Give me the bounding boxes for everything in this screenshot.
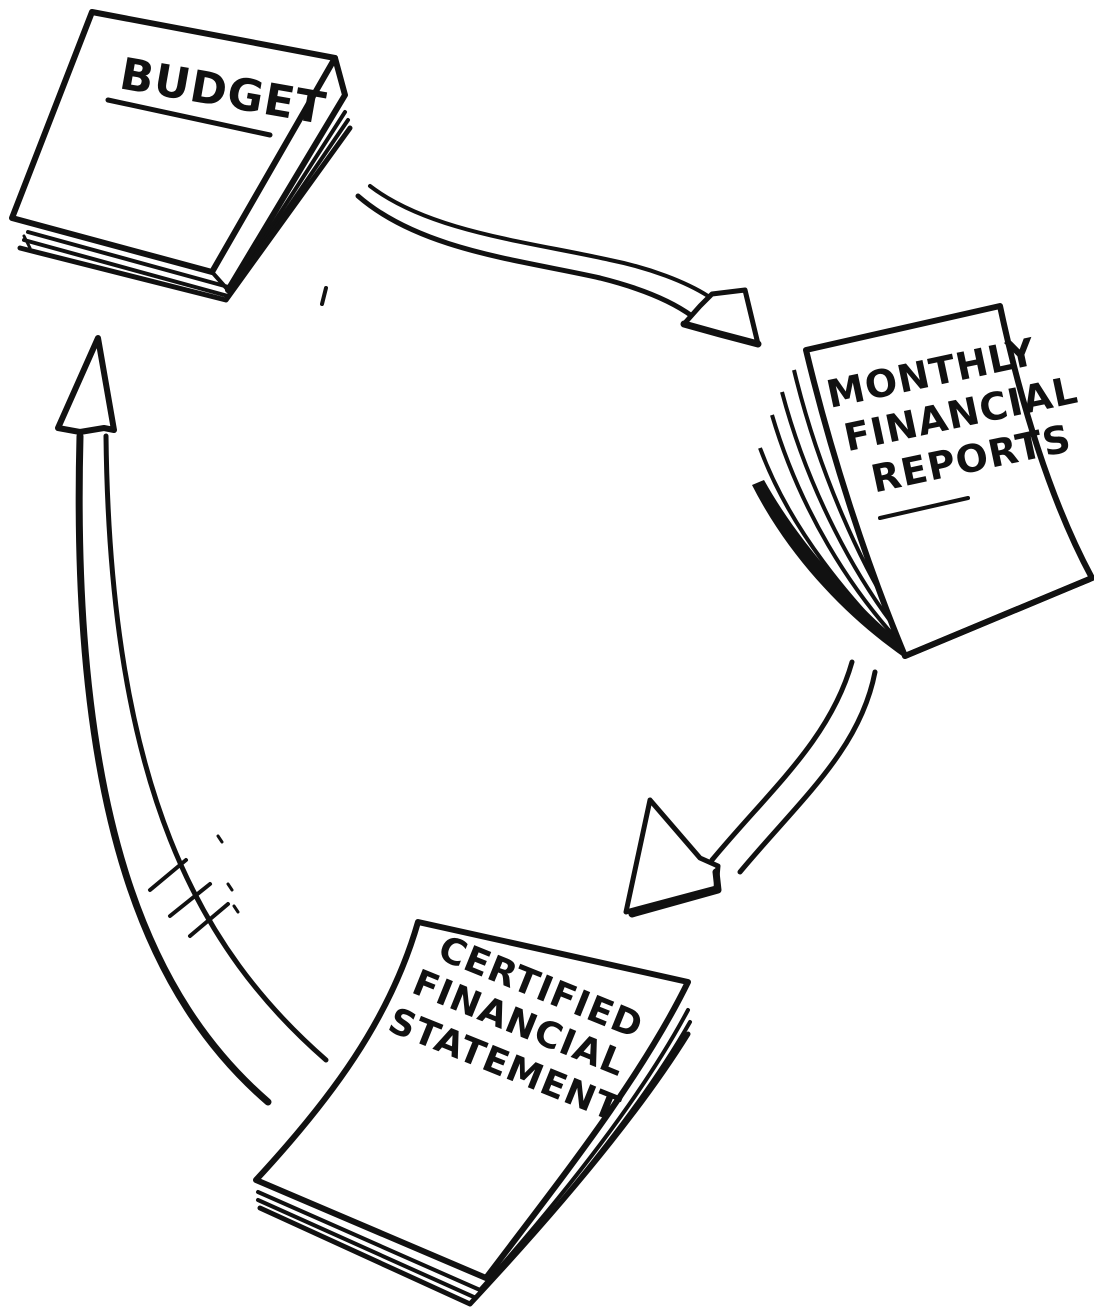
arrow-monthly-to-certified [626,662,875,914]
arrow-certified-to-budget [58,338,326,1102]
certified-statement-icon: CERTIFIED FINANCIAL STATEMENT [256,922,690,1304]
monthly-reports-icon: MONTHLY FINANCIAL REPORTS [752,306,1092,658]
tick-mark [322,288,326,304]
budget-book-icon: BUDGET [12,12,350,300]
arrow-budget-to-monthly [358,186,758,344]
